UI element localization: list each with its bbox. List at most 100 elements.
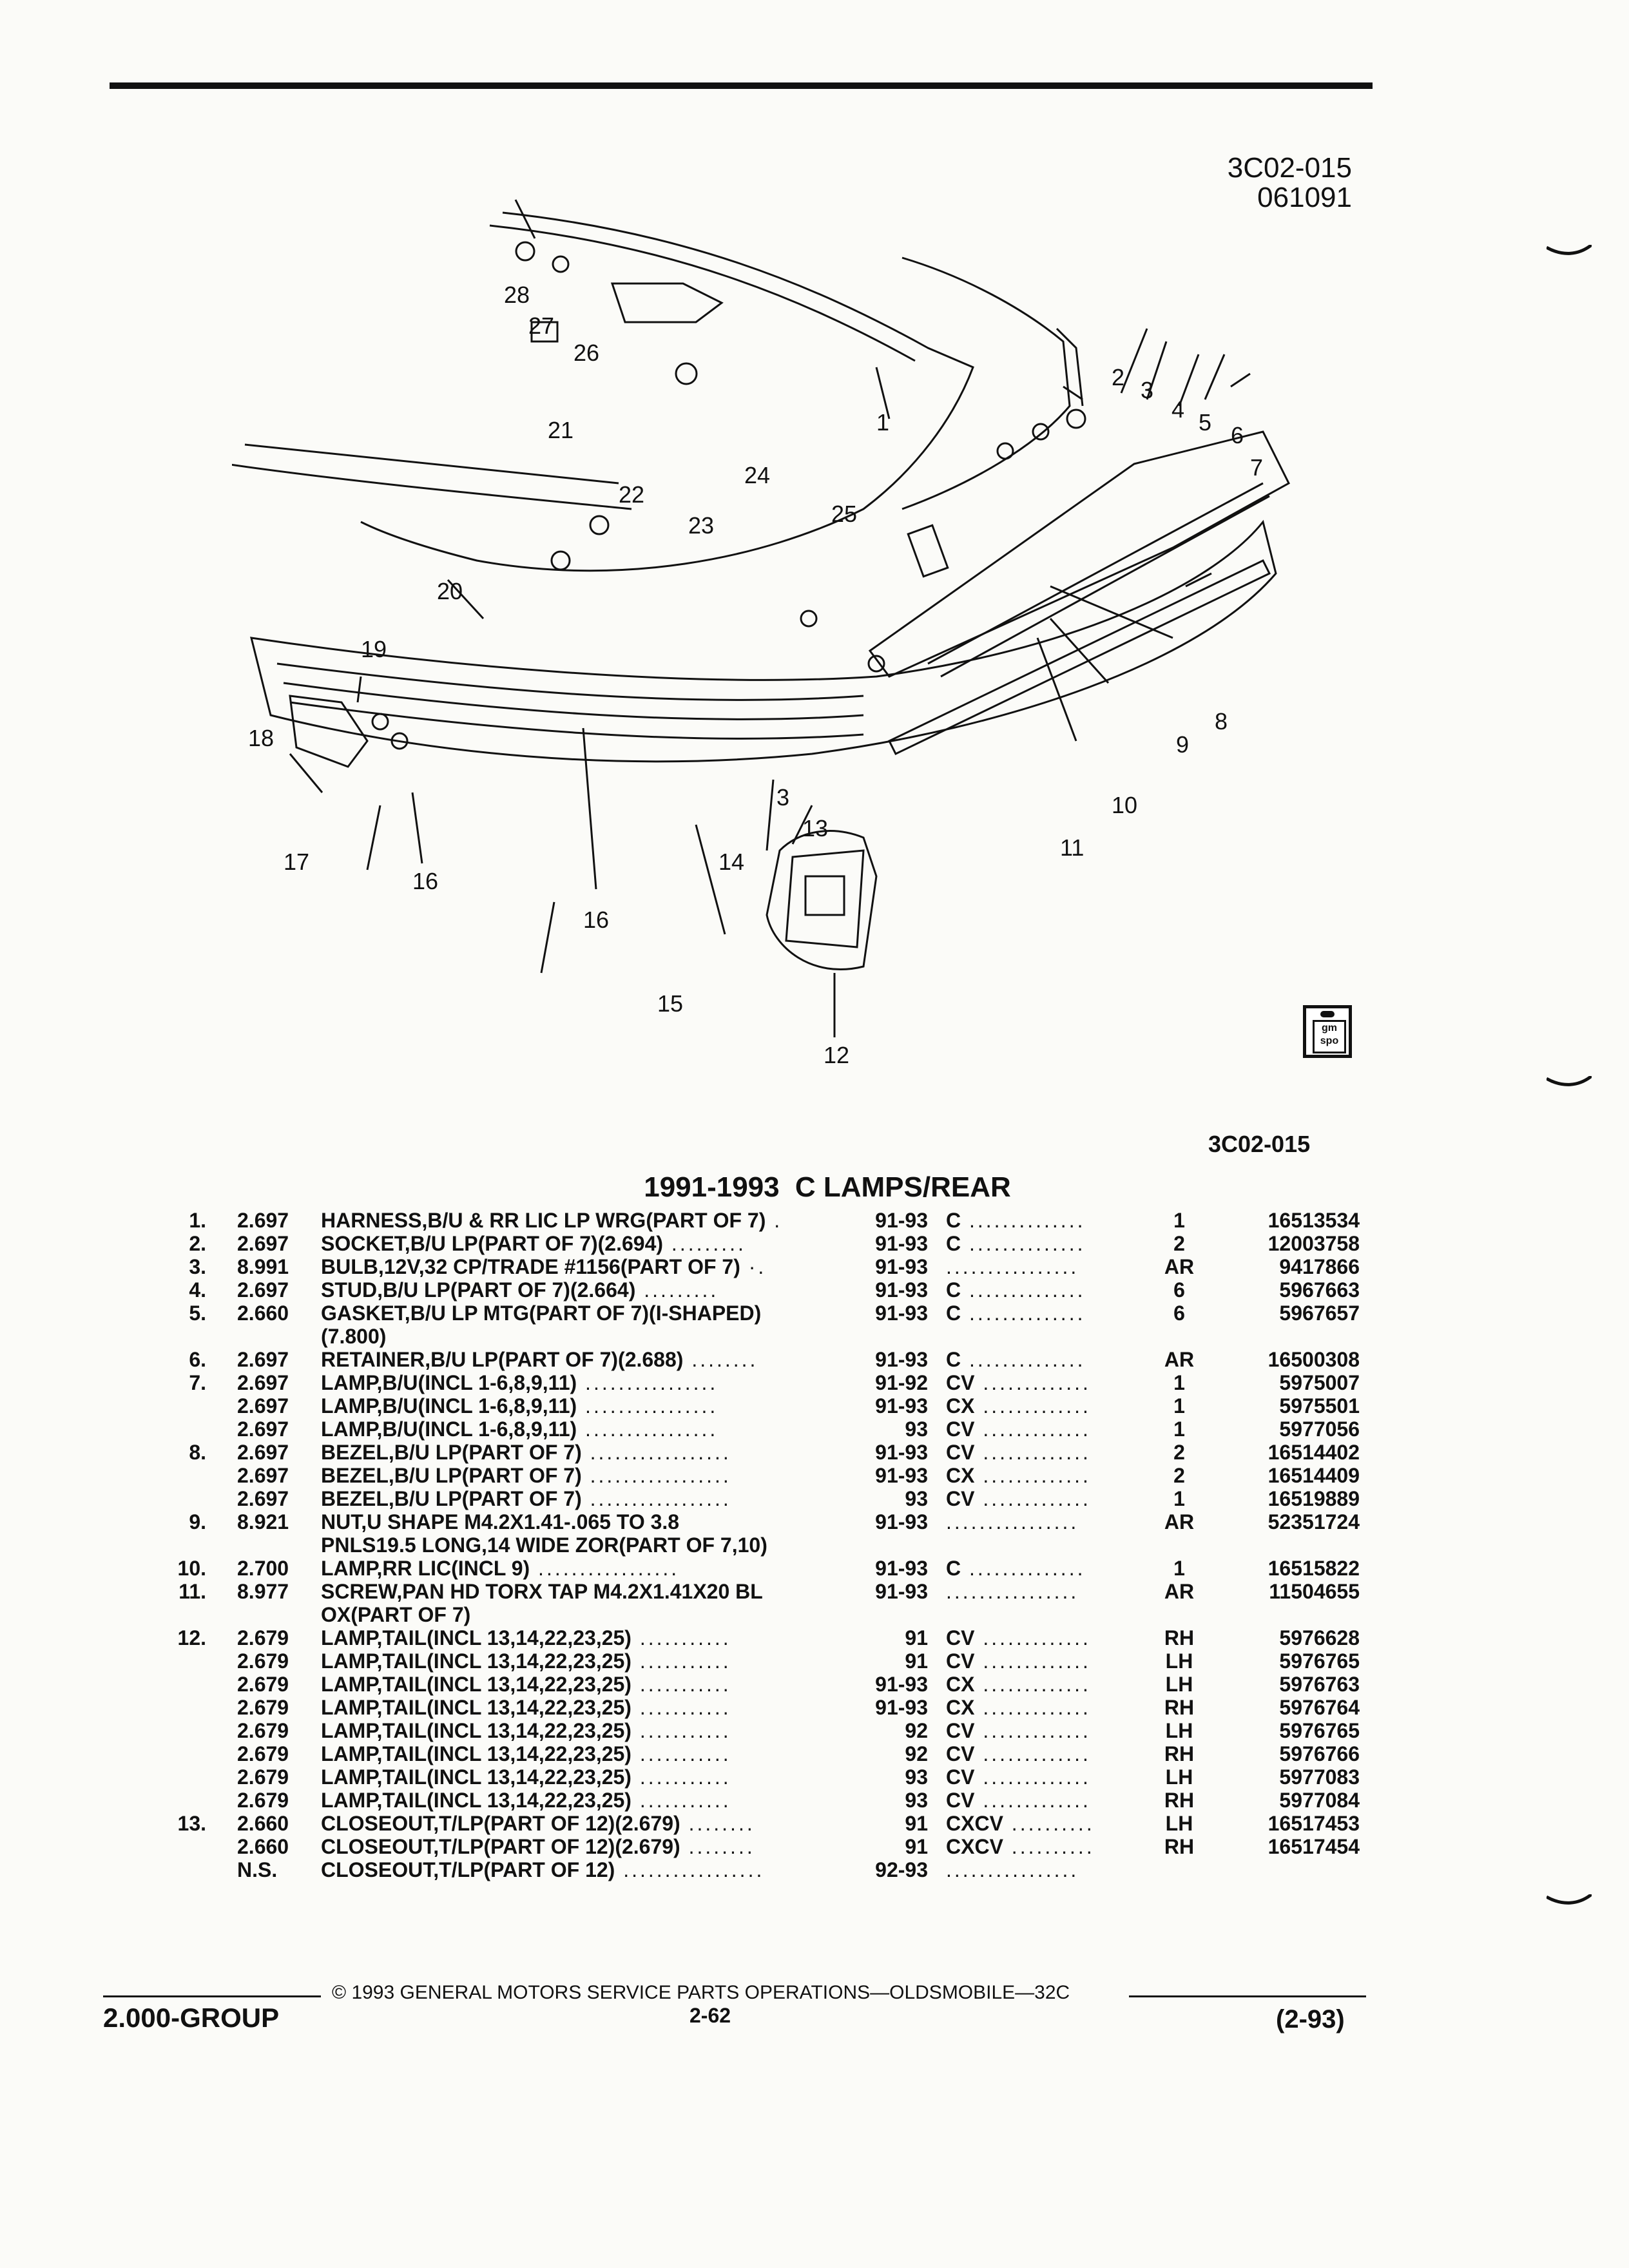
part-name: LAMP: [321, 1765, 377, 1789]
part-description: BEZEL,B/U LP(PART OF 7) ................…: [321, 1441, 978, 1464]
footer-rule-left: [103, 1995, 321, 1997]
group-code: 2.679: [237, 1765, 289, 1789]
dot-leader: ..............: [961, 1302, 1086, 1325]
dot-leader: .............: [974, 1649, 1091, 1673]
quantity: AR: [1164, 1580, 1195, 1603]
dot-leader: .............: [974, 1371, 1091, 1394]
series: CV .............: [946, 1765, 1159, 1789]
dot-leader: .............: [974, 1719, 1091, 1742]
series-code: CX: [946, 1673, 975, 1696]
model-years: 92-93: [875, 1858, 928, 1881]
part-number: 5977056: [1279, 1418, 1360, 1441]
series: CV .............: [946, 1441, 1159, 1464]
high-mount-lamp: [610, 282, 724, 323]
series: CV .............: [946, 1719, 1159, 1742]
model-years: 91-93: [875, 1673, 928, 1696]
model-years: 91-93: [875, 1209, 928, 1232]
trunk-lid: [360, 211, 974, 572]
callout-10: 10: [1112, 792, 1137, 818]
model-years: 92: [905, 1742, 928, 1765]
item-number: 11.: [178, 1580, 206, 1603]
quantity: RH: [1164, 1742, 1195, 1765]
figure-date: 061091: [1257, 182, 1352, 213]
model-years: 91-93: [875, 1232, 928, 1255]
series-code: CV: [946, 1789, 975, 1812]
callout-7: 7: [1250, 454, 1263, 481]
part-name: LAMP: [321, 1742, 377, 1765]
model-years: 91-92: [875, 1371, 928, 1394]
part-number: 5976763: [1279, 1673, 1360, 1696]
series: CX .............: [946, 1464, 1159, 1487]
series: CV .............: [946, 1371, 1159, 1394]
part-detail: (7.800): [321, 1325, 387, 1348]
series-code: CV: [946, 1487, 975, 1510]
model-years: 93: [905, 1765, 928, 1789]
item-number: 9.: [189, 1510, 206, 1533]
part-number: 16513534: [1268, 1209, 1360, 1232]
part-detail: ,TAIL(INCL 13,14,22,23,25): [376, 1789, 631, 1812]
dot-leader: ..............: [961, 1278, 1086, 1302]
dot-leader: .: [766, 1209, 783, 1232]
part-description: OX(PART OF 7): [321, 1603, 978, 1626]
part-name: LAMP: [321, 1371, 377, 1394]
group-code: 2.660: [237, 1835, 289, 1858]
part-detail: ,B/U(INCL 1-6,8,9,11): [376, 1418, 577, 1441]
part-number: 5967657: [1279, 1302, 1360, 1325]
quantity: AR: [1164, 1255, 1195, 1278]
quantity: 1: [1173, 1209, 1185, 1232]
quantity: 1: [1173, 1418, 1185, 1441]
series: CX .............: [946, 1394, 1159, 1418]
callout-17: 17: [284, 849, 309, 875]
gm-spo-logo-text: gm spo: [1313, 1020, 1346, 1053]
part-detail: ,TAIL(INCL 13,14,22,23,25): [376, 1649, 631, 1673]
series: ................: [946, 1858, 1159, 1881]
quantity: 1: [1173, 1487, 1185, 1510]
dot-leader: ................: [946, 1858, 1079, 1881]
part-number: 5976766: [1279, 1742, 1360, 1765]
series: CXCV ..........: [946, 1812, 1159, 1835]
callout-6: 6: [1231, 422, 1244, 448]
part-number: 5977084: [1279, 1789, 1360, 1812]
series: C ..............: [946, 1278, 1159, 1302]
part-description: LAMP,TAIL(INCL 13,14,22,23,25) .........…: [321, 1626, 978, 1649]
part-detail: ,RR LIC(INCL 9): [376, 1557, 530, 1580]
quantity: 1: [1173, 1394, 1185, 1418]
part-name: SCREW: [321, 1580, 397, 1603]
callout-28: 28: [504, 282, 530, 308]
part-name: RETAINER: [321, 1348, 425, 1371]
part-detail: ,U SHAPE M4.2X1.41-.065 TO 3.8: [361, 1510, 680, 1533]
part-detail: ,T/LP(PART OF 12): [433, 1858, 615, 1881]
part-name: HARNESS: [321, 1209, 422, 1232]
callout-11: 11: [1060, 834, 1084, 861]
part-description: (7.800): [321, 1325, 978, 1348]
callout-3b: 3: [776, 784, 789, 811]
part-detail: ,T/LP(PART OF 12)(2.679): [433, 1812, 680, 1835]
model-years: 92: [905, 1719, 928, 1742]
group-code: 2.697: [237, 1278, 289, 1302]
series: CV .............: [946, 1742, 1159, 1765]
dot-leader: ...........: [631, 1742, 731, 1765]
series: CV .............: [946, 1418, 1159, 1441]
model-years: 91-93: [875, 1557, 928, 1580]
dot-leader: ..............: [961, 1209, 1086, 1232]
footer-page-number: 2-62: [689, 2004, 731, 2027]
margin-mark: [1547, 1076, 1592, 1086]
group-code: 2.679: [237, 1649, 289, 1673]
footer-rule-right: [1129, 1995, 1366, 1997]
part-description: PNLS19.5 LONG,14 WIDE ZOR(PART OF 7,10): [321, 1533, 978, 1557]
item-number: 2.: [189, 1232, 206, 1255]
model-years: 91-93: [875, 1696, 928, 1719]
quantity: 2: [1173, 1232, 1185, 1255]
part-detail: ,TAIL(INCL 13,14,22,23,25): [376, 1696, 631, 1719]
dot-leader: .............: [974, 1673, 1091, 1696]
part-description: BULB,12V,32 CP/TRADE #1156(PART OF 7) ·.: [321, 1255, 978, 1278]
dot-leader: ..........: [1003, 1812, 1095, 1835]
dot-leader: ...........: [631, 1719, 731, 1742]
part-name: GASKET: [321, 1302, 405, 1325]
group-code: 2.660: [237, 1302, 289, 1325]
callout-16: 16: [583, 907, 609, 933]
quantity: 1: [1173, 1371, 1185, 1394]
quantity: RH: [1164, 1835, 1195, 1858]
part-number: 16500308: [1268, 1348, 1360, 1371]
section-title: 1991-1993 C LAMPS/REAR: [0, 1171, 1629, 1204]
